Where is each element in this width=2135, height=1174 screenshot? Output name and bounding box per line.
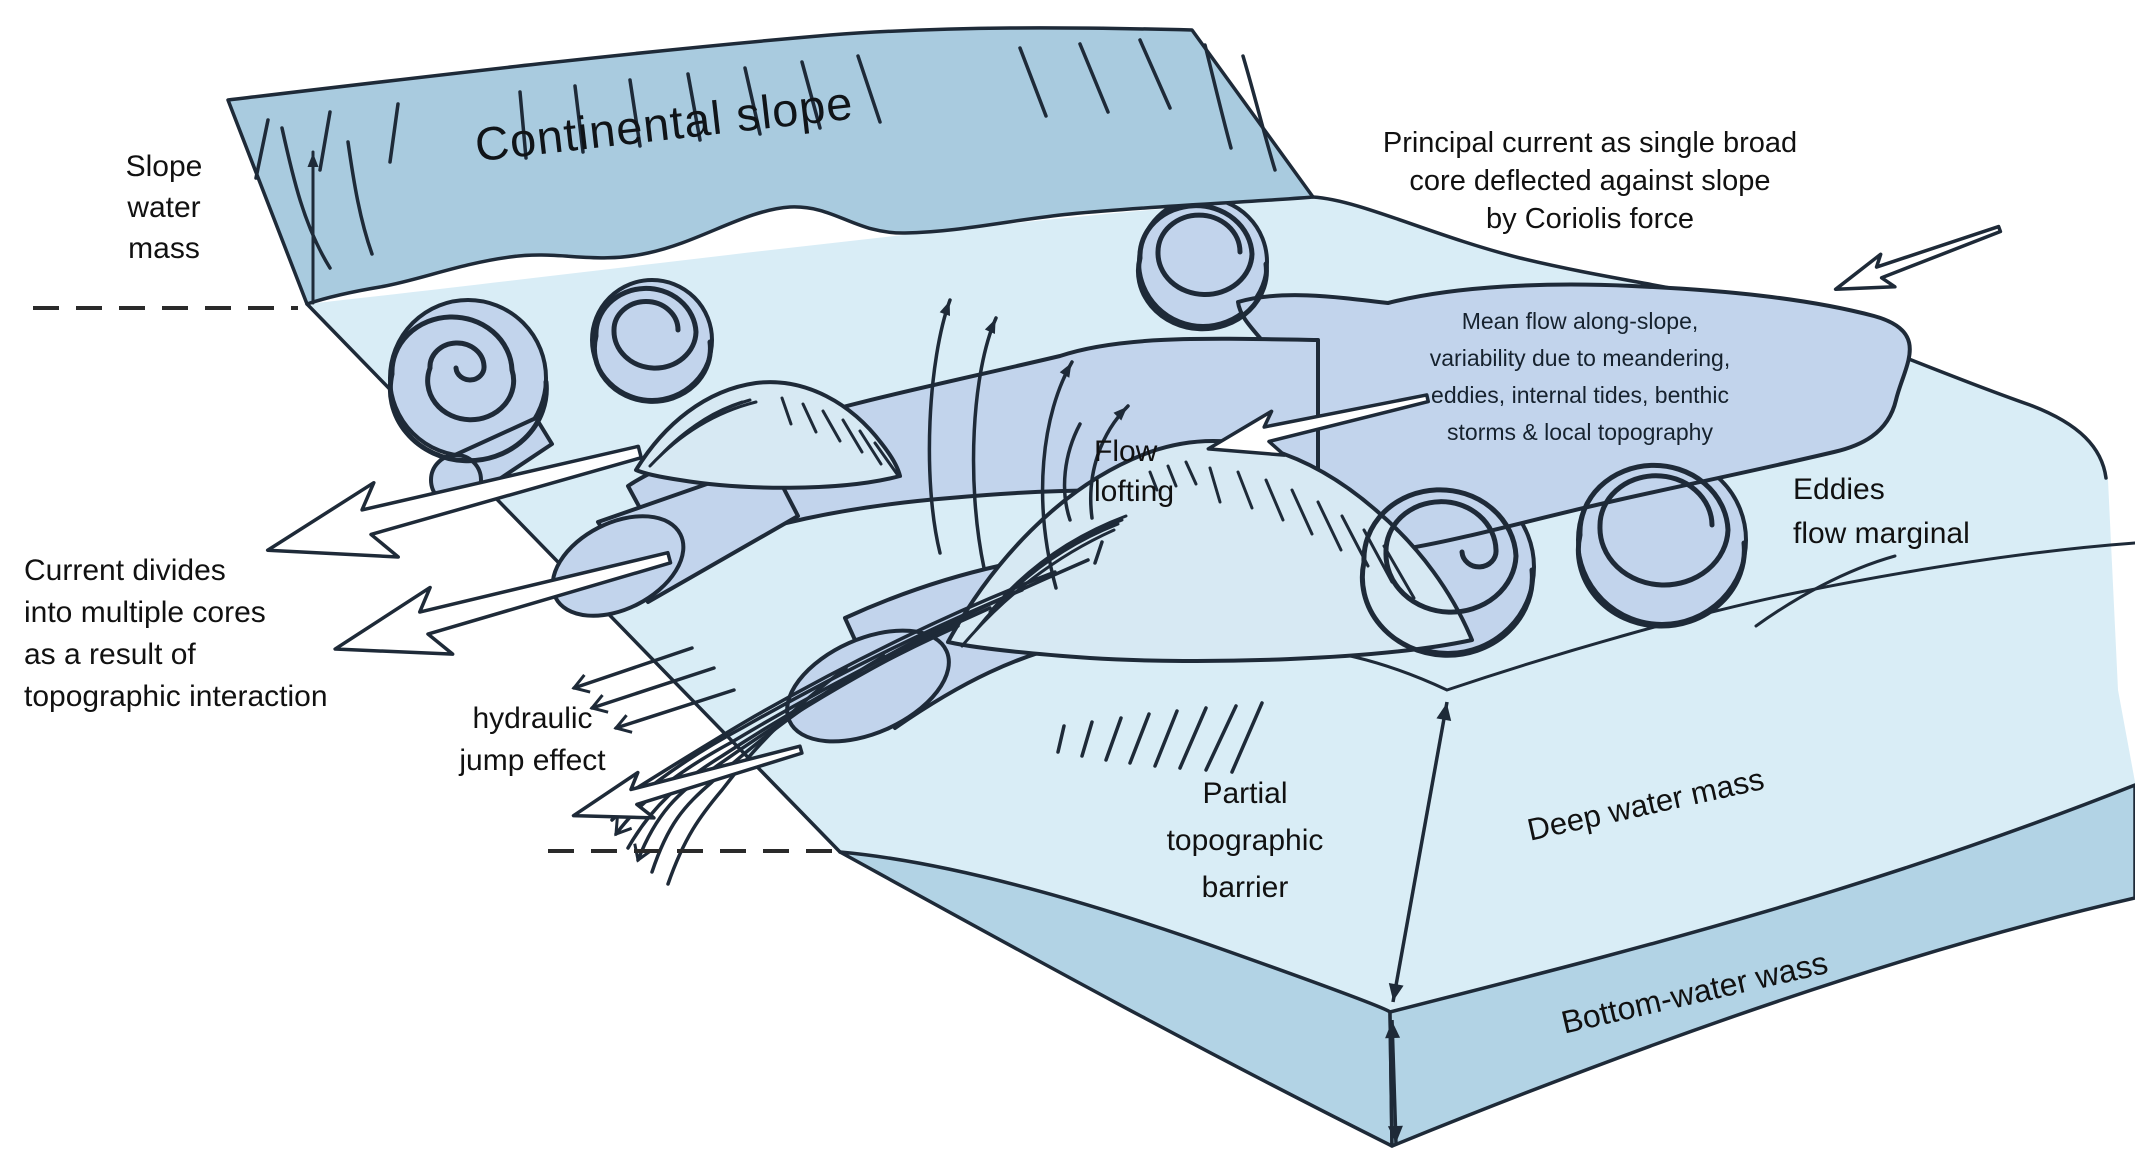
principal-current-arrow (1828, 212, 2007, 307)
partial-topographic-barrier-label: Partial topographic barrier (1166, 777, 1324, 904)
continental-slope-band (226, 26, 1315, 306)
deep-water-thickness-arrow (1388, 701, 1452, 1003)
bottom-water-thickness-arrow (1385, 1019, 1403, 1145)
principal-current-label: Principal current as single broad core d… (1382, 127, 1798, 235)
topographic-mounds (634, 380, 1474, 663)
flow-lofting-arrows (927, 298, 1130, 590)
mean-flow-label: Mean flow along-slope, variability due t… (1429, 308, 1731, 445)
current-divides-label: Current divides into multiple cores as a… (24, 554, 328, 713)
measurement-arrows (1385, 701, 1452, 1145)
barrier-hatching (1056, 701, 1264, 774)
slope-water-mass-label: Slope water mass (125, 150, 203, 265)
principal-current-body (429, 282, 1912, 744)
eddies-flow-marginal-label: Eddies flow marginal (1793, 473, 1970, 550)
core-cap-large (785, 628, 951, 744)
leader-lines (307, 150, 1897, 628)
bottom-water-sliver (838, 850, 1394, 1148)
slope-hatch-ticks (254, 38, 1277, 270)
dashed-boundaries (33, 306, 838, 853)
hydraulic-jump-label: hydraulic jump effect (459, 702, 606, 777)
flow-lofting-label: Flow lofting (1094, 435, 1175, 508)
eddy-spirals (387, 203, 1747, 658)
eddies-leader-line (1754, 554, 1897, 628)
mound-small (634, 380, 902, 490)
